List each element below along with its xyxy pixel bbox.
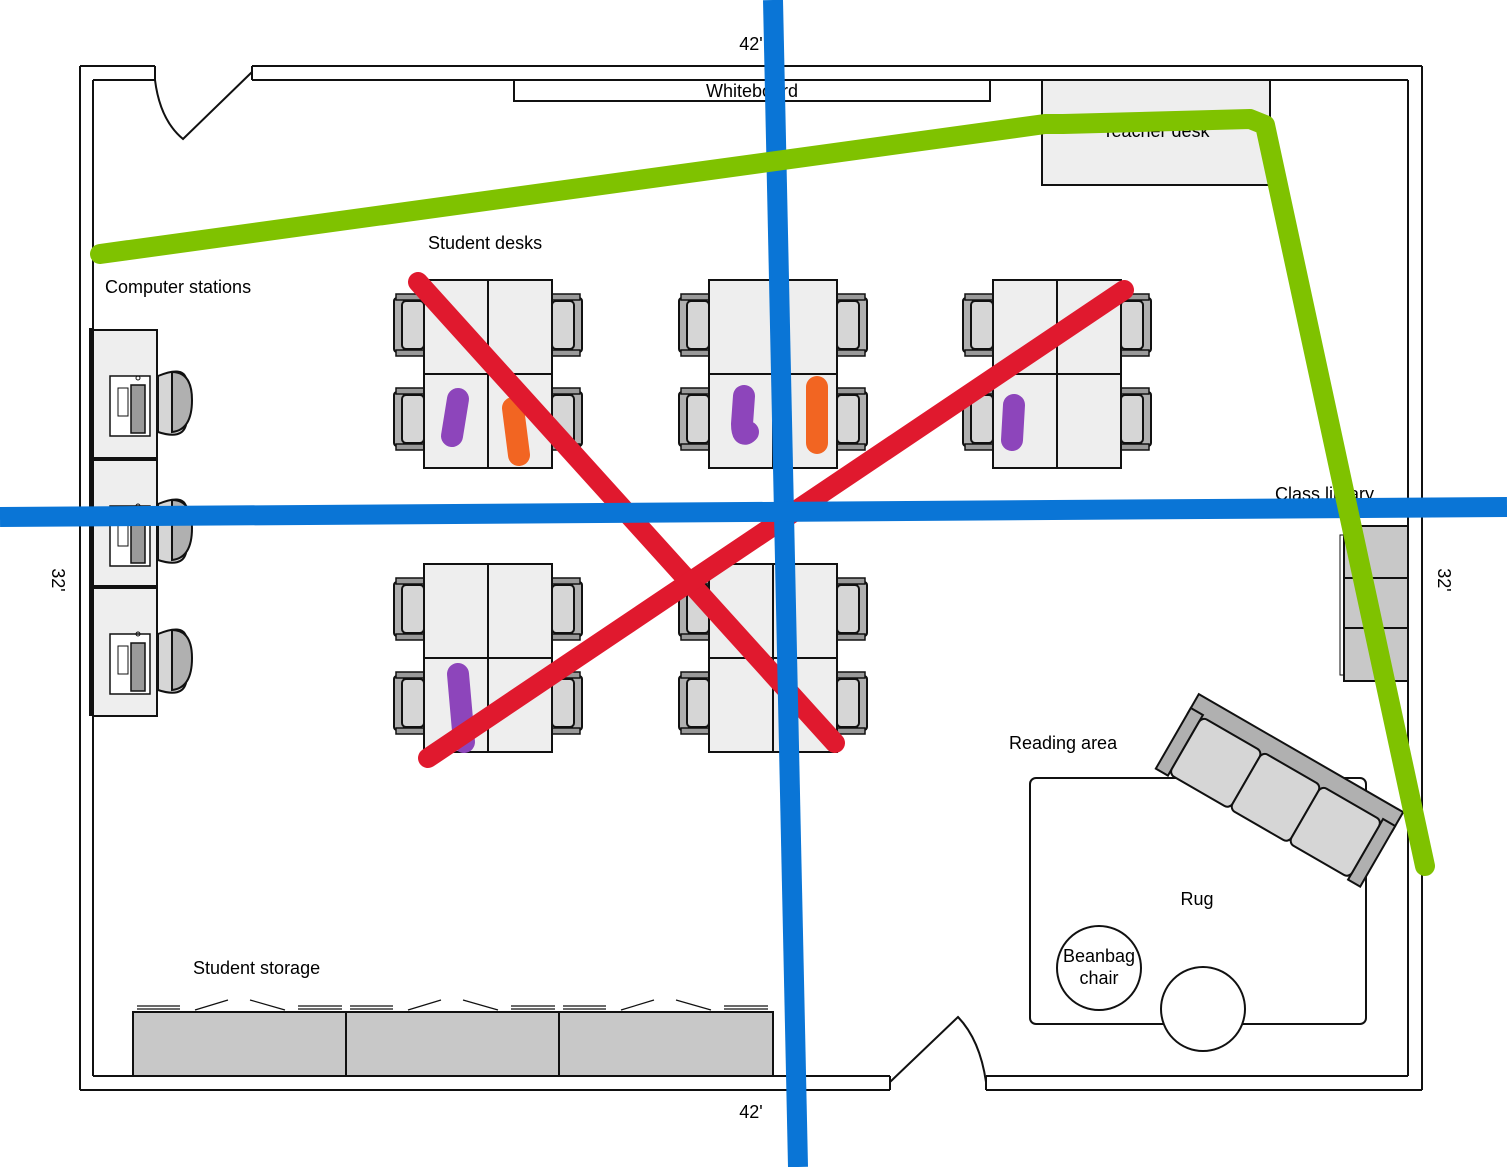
student-storage-label: Student storage bbox=[193, 958, 320, 978]
computer-stations-label: Computer stations bbox=[105, 277, 251, 297]
couch-icon bbox=[1154, 692, 1405, 889]
dimension-right: 32' bbox=[1434, 568, 1454, 591]
desk-chair-icon bbox=[551, 577, 583, 641]
desk-chair-icon bbox=[393, 387, 425, 451]
beanbag-chair-icon bbox=[1160, 966, 1246, 1052]
student-desks-label: Student desks bbox=[428, 233, 542, 253]
desk-chair-icon bbox=[1120, 293, 1152, 357]
computer-monitor-icon bbox=[109, 375, 151, 437]
green-boundary-line bbox=[90, 109, 1435, 876]
dimension-left: 32' bbox=[48, 568, 68, 591]
desk-chair-icon bbox=[393, 293, 425, 357]
student-desk bbox=[708, 279, 774, 375]
rug-label: Rug bbox=[1180, 889, 1213, 909]
student-desk bbox=[487, 563, 553, 659]
whiteboard: Whiteboard bbox=[513, 79, 991, 102]
desk-chair-icon bbox=[157, 628, 194, 694]
desk-chair-icon bbox=[393, 671, 425, 735]
student-desk bbox=[1056, 373, 1122, 469]
desk-chair-icon bbox=[1120, 387, 1152, 451]
computer-station bbox=[92, 329, 194, 459]
desk-chair-icon bbox=[678, 387, 710, 451]
beanbag-label-line1: Beanbag bbox=[1063, 946, 1135, 966]
desk-chair-icon bbox=[836, 387, 868, 451]
orange-mark bbox=[502, 397, 530, 466]
beanbag-chair-icon: Beanbag chair bbox=[1056, 925, 1142, 1011]
dimension-bottom: 42' bbox=[739, 1102, 762, 1122]
desk-chair-icon bbox=[836, 293, 868, 357]
desk-chair-icon bbox=[393, 577, 425, 641]
desk-chair-icon bbox=[836, 577, 868, 641]
desk-chair-icon bbox=[157, 370, 194, 436]
desk-chair-icon bbox=[962, 293, 994, 357]
reading-area-label: Reading area bbox=[1009, 733, 1118, 753]
student-desk bbox=[423, 563, 489, 659]
door-icon bbox=[889, 1015, 987, 1083]
storage-cubby-icon bbox=[132, 999, 774, 1077]
purple-mark bbox=[441, 388, 469, 447]
desk-chair-icon bbox=[551, 293, 583, 357]
dimension-top: 42' bbox=[739, 34, 762, 54]
desk-chair-icon bbox=[678, 293, 710, 357]
desk-chair-icon bbox=[678, 671, 710, 735]
door-icon bbox=[154, 71, 253, 141]
purple-mark bbox=[730, 385, 759, 445]
computer-station bbox=[92, 587, 194, 717]
purple-mark bbox=[1001, 394, 1025, 451]
computer-monitor-icon bbox=[109, 631, 151, 695]
beanbag-label-line2: chair bbox=[1079, 968, 1118, 988]
desk-chair-icon bbox=[836, 671, 868, 735]
